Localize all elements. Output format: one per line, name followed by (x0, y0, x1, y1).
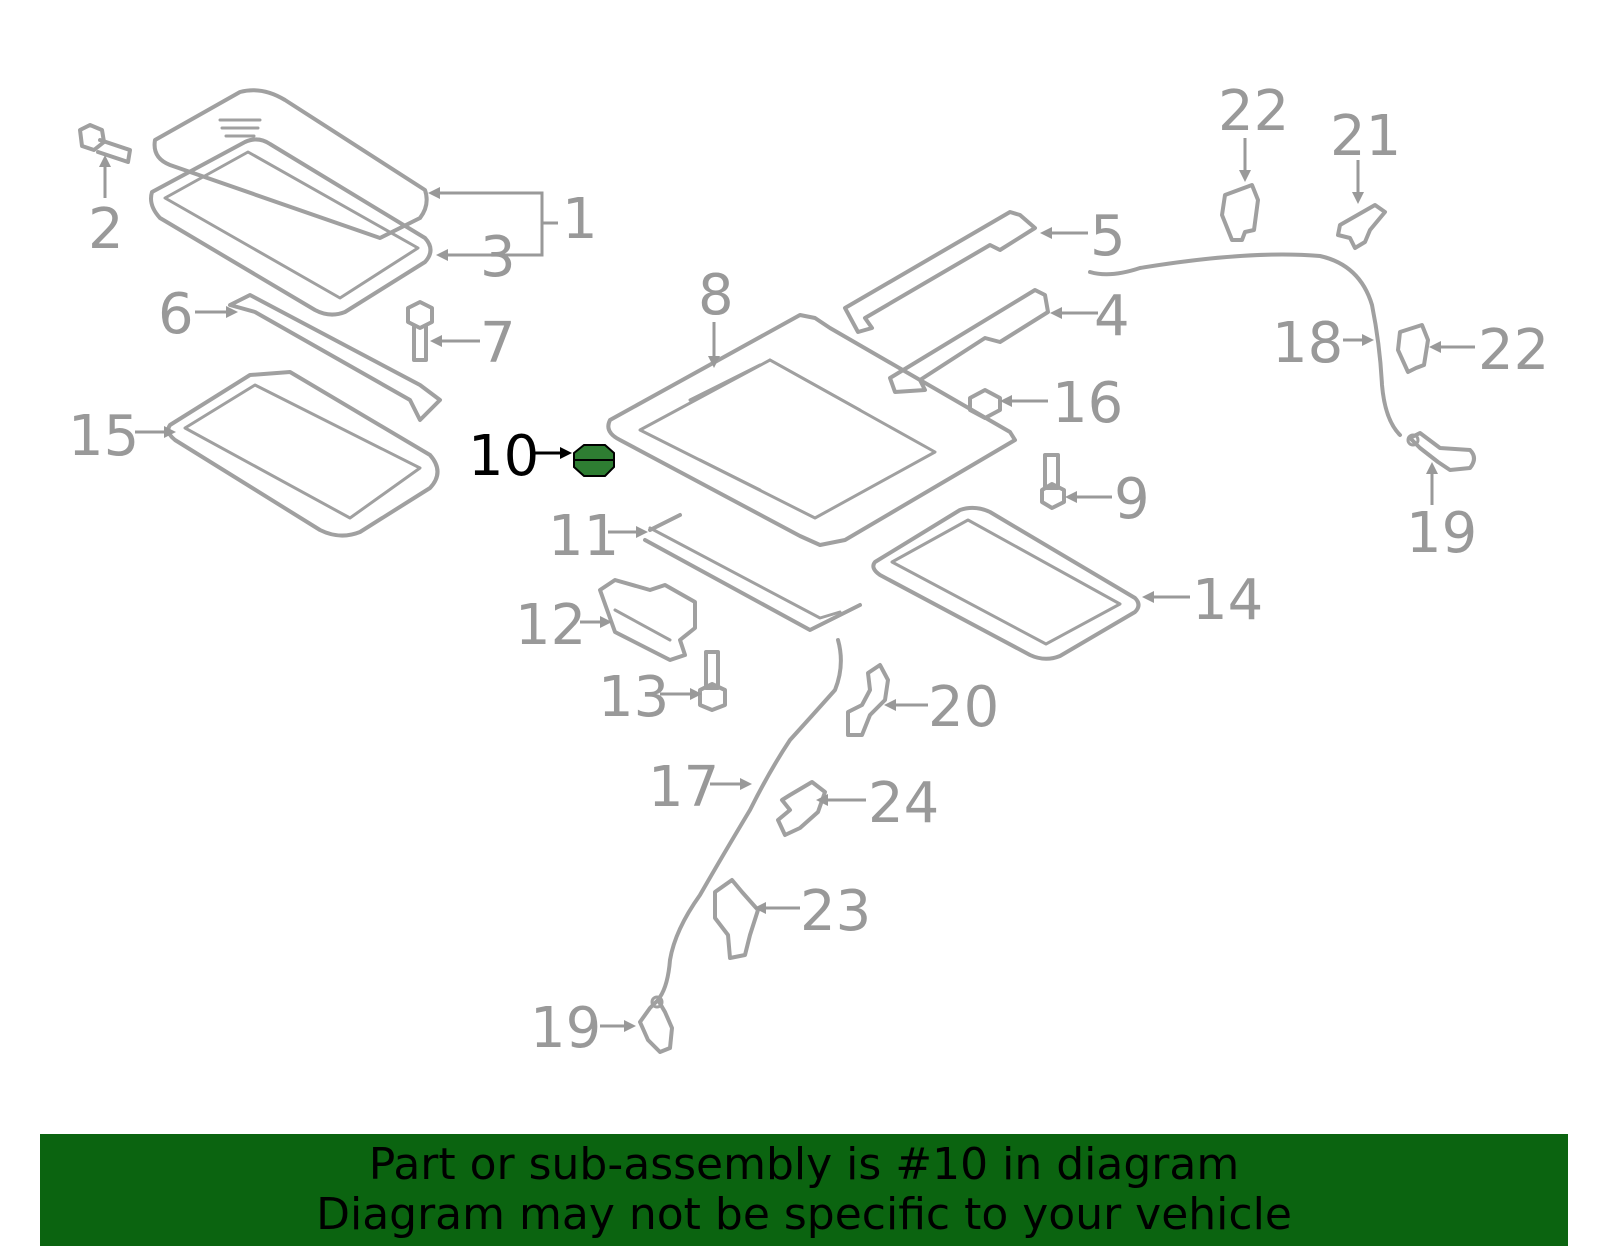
callout-10: 10 (468, 424, 539, 489)
part-19-connector-right (1406, 431, 1476, 472)
callout-3: 3 (480, 225, 516, 290)
part-14-seal (871, 505, 1141, 661)
callout-19-lower: 19 (530, 996, 601, 1061)
info-banner: Part or sub-assembly is #10 in diagram D… (40, 1134, 1568, 1246)
callout-13: 13 (598, 665, 669, 730)
callout-19-right: 19 (1406, 501, 1477, 566)
parts-diagram: 1 2 3 4 5 6 7 8 9 10 11 12 13 14 15 16 1… (68, 79, 1549, 1061)
part-2-bolt (78, 123, 132, 164)
callout-4: 4 (1094, 284, 1130, 349)
callout-6: 6 (158, 282, 194, 347)
part-9-bolt (1040, 453, 1066, 510)
callout-1: 1 (562, 187, 598, 252)
part-1-glass-panel (152, 88, 429, 240)
callout-14: 14 (1192, 568, 1263, 633)
part-12-bracket (598, 578, 697, 662)
banner-line-2: Diagram may not be specific to your vehi… (316, 1189, 1292, 1240)
callout-2: 2 (88, 197, 124, 262)
callout-21: 21 (1330, 104, 1401, 169)
part-22-clip-top (1220, 183, 1260, 242)
callout-22-top: 22 (1218, 79, 1289, 144)
part-22-clip-right (1396, 323, 1430, 374)
callout-20: 20 (928, 675, 999, 740)
callout-24: 24 (868, 771, 939, 836)
part-24-clip (776, 780, 827, 837)
callout-5: 5 (1090, 204, 1126, 269)
part-8-frame (606, 313, 1017, 547)
banner-line-1: Part or sub-assembly is #10 in diagram (368, 1139, 1240, 1190)
part-18-cable (1088, 252, 1402, 437)
callout-9: 9 (1114, 467, 1150, 532)
callout-16: 16 (1052, 371, 1123, 436)
part-10-plug-highlighted (573, 444, 615, 477)
callout-23: 23 (800, 879, 871, 944)
part-17-cable (658, 638, 843, 999)
part-20-clip (846, 663, 890, 737)
part-16-block (968, 388, 1002, 420)
callout-17: 17 (648, 755, 719, 820)
part-23-bracket (713, 878, 760, 960)
part-5-rail (843, 210, 1037, 334)
callout-7: 7 (480, 311, 516, 376)
part-19-connector-lower (638, 995, 674, 1054)
part-6-strip (228, 293, 442, 422)
part-13-bolt (698, 650, 727, 712)
part-11-strip (643, 513, 862, 632)
part-21-clip (1336, 203, 1387, 250)
part-3-seal (149, 137, 433, 317)
leader-lines (99, 138, 1475, 1032)
part-4-rail (888, 288, 1050, 394)
callout-15: 15 (68, 404, 139, 469)
callout-12: 12 (515, 593, 586, 658)
part-15-sunshade (166, 370, 440, 538)
callout-8: 8 (698, 263, 734, 328)
callout-labels: 1 2 3 4 5 6 7 8 9 10 11 12 13 14 15 16 1… (68, 79, 1549, 1061)
part-7-screw (406, 300, 434, 362)
callout-11: 11 (548, 504, 619, 569)
callout-22-right: 22 (1478, 318, 1549, 383)
callout-18: 18 (1272, 311, 1343, 376)
